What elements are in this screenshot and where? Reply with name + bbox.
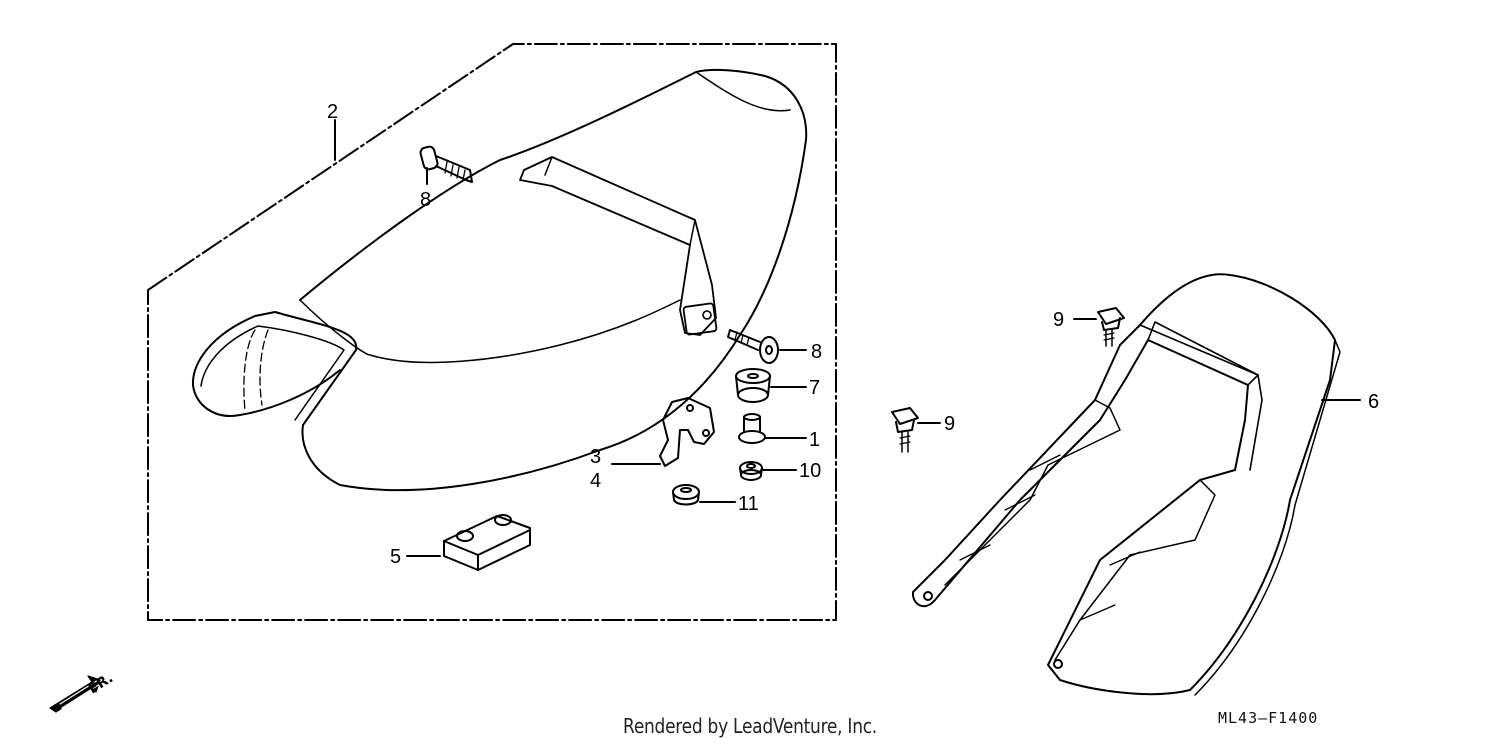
- bolt-9-upper[interactable]: [1073, 307, 1125, 347]
- callout-6: 6: [1368, 391, 1379, 413]
- callout-7: 7: [809, 377, 820, 399]
- callout-10: 10: [799, 460, 821, 482]
- callout-1: 1: [809, 429, 820, 451]
- seat-part[interactable]: [191, 68, 808, 492]
- callout-4: 4: [590, 470, 601, 492]
- front-direction-arrow: [49, 675, 101, 713]
- bolt-8-lower[interactable]: [727, 329, 807, 364]
- callout-9-upper: 9: [1053, 309, 1064, 331]
- nut-11[interactable]: [672, 484, 736, 506]
- bolt-9-lower[interactable]: [891, 407, 941, 453]
- callout-5: 5: [390, 546, 401, 568]
- callout-8-lower: 8: [811, 341, 822, 363]
- grommet-7[interactable]: [735, 368, 807, 403]
- front-direction-label: FR.: [86, 670, 116, 697]
- diagram-code: ML43–F1400: [1218, 709, 1319, 727]
- bolt-8-upper[interactable]: [419, 145, 473, 185]
- nut-10[interactable]: [739, 461, 797, 481]
- collar-1[interactable]: [738, 413, 807, 444]
- callout-2: 2: [327, 101, 338, 123]
- callout-3: 3: [590, 446, 601, 468]
- rubber-block-5[interactable]: [406, 514, 531, 571]
- callout-8-upper: 8: [420, 189, 431, 211]
- callout-9-lower: 9: [944, 413, 955, 435]
- callout-11: 11: [738, 493, 759, 515]
- rear-cowl-part[interactable]: [911, 273, 1361, 696]
- callout-labels: 2 8 8 7 1 3 4 10 11 5 9 9 6 FR.: [86, 101, 1379, 697]
- assembly-boundary: [147, 43, 837, 621]
- footer-credit: Rendered by LeadVenture, Inc.: [623, 714, 877, 738]
- bracket-3-4[interactable]: [611, 397, 715, 467]
